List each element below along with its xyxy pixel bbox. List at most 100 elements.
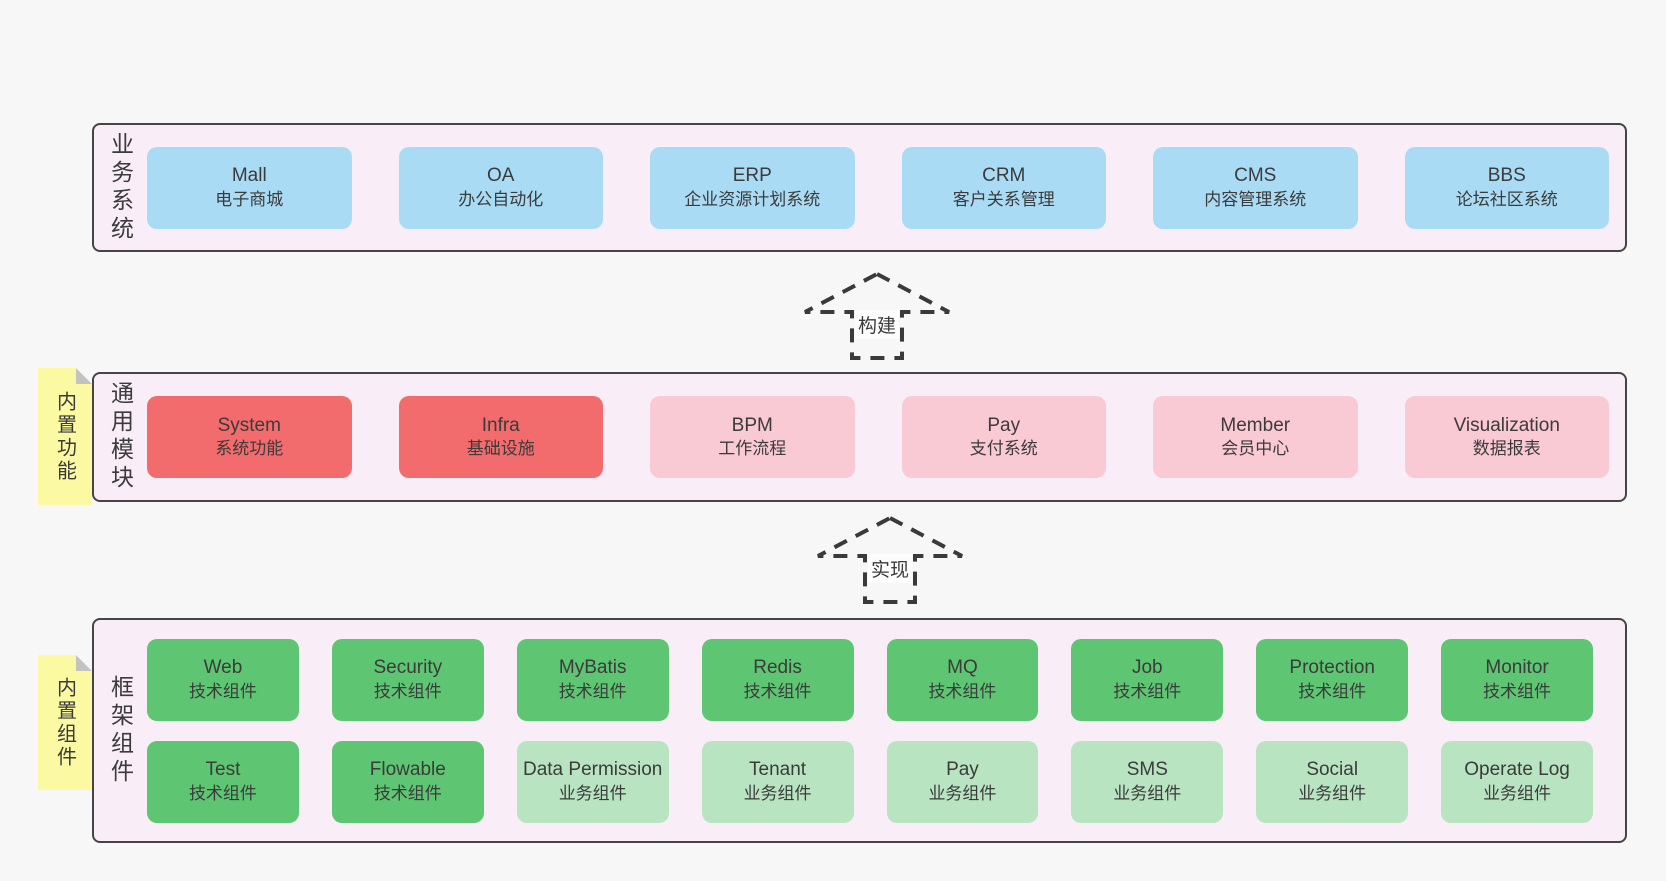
box-title: Security	[373, 657, 443, 679]
box-subtitle: 技术组件	[1113, 681, 1182, 701]
build-arrow: 构建	[802, 271, 952, 360]
box-web: Web 技术组件	[147, 638, 299, 721]
box-subtitle: 技术组件	[373, 783, 442, 803]
box-subtitle: 内容管理系统	[1204, 189, 1307, 209]
box-title: BBS	[1487, 165, 1526, 187]
framework-rows: Web 技术组件 Security 技术组件 MyBatis 技术组件 Redi…	[147, 638, 1625, 823]
box-subtitle: 客户关系管理	[952, 189, 1055, 209]
build-arrow-label: 构建	[854, 310, 900, 339]
box-subtitle: 技术组件	[558, 681, 627, 701]
box-bbs: BBS 论坛社区系统	[1404, 146, 1609, 229]
business-systems-layer: 业务系统 Mall 电子商城 OA 办公自动化 ERP 企业资源计划系统 CRM…	[92, 123, 1627, 252]
box-mybatis: MyBatis 技术组件	[516, 638, 669, 721]
box-subtitle: 工作流程	[718, 439, 787, 459]
box-title: MQ	[947, 657, 978, 679]
box-subtitle: 基础设施	[466, 439, 535, 459]
box-title: Pay	[987, 414, 1021, 436]
layer-label-modules: 通用模块	[107, 381, 134, 493]
box-title: Mall	[231, 165, 267, 187]
box-title: Monitor	[1485, 657, 1549, 679]
box-title: Data Permission	[522, 759, 663, 781]
box-title: MyBatis	[558, 657, 627, 679]
box-title: Web	[203, 657, 243, 679]
box-title: Member	[1220, 414, 1291, 436]
box-title: Protection	[1289, 657, 1375, 679]
box-subtitle: 企业资源计划系统	[684, 189, 821, 209]
box-subtitle: 技术组件	[188, 783, 257, 803]
box-subtitle: 论坛社区系统	[1455, 189, 1558, 209]
box-visualization: Visualization 数据报表	[1404, 396, 1609, 478]
box-erp: ERP 企业资源计划系统	[650, 146, 855, 229]
dashed-up-arrow-icon	[804, 271, 950, 360]
box-system: System 系统功能	[147, 396, 352, 478]
box-crm: CRM 客户关系管理	[901, 146, 1106, 229]
box-social: Social 业务组件	[1256, 740, 1409, 823]
box-test: Test 技术组件	[147, 740, 299, 823]
box-bpm: BPM 工作流程	[650, 396, 855, 478]
business-boxes-row: Mall 电子商城 OA 办公自动化 ERP 企业资源计划系统 CRM 客户关系…	[147, 146, 1625, 229]
box-title: System	[217, 414, 281, 436]
box-subtitle: 业务组件	[1113, 783, 1182, 803]
box-subtitle: 技术组件	[373, 681, 442, 701]
box-operate-log: Operate Log 业务组件	[1441, 740, 1593, 823]
box-subtitle: 技术组件	[743, 681, 812, 701]
framework-components-layer: 框架组件 Web 技术组件 Security 技术组件 MyBatis 技术组件…	[92, 618, 1627, 843]
box-title: ERP	[732, 165, 772, 187]
box-title: BPM	[731, 414, 773, 436]
dashed-up-arrow-icon	[817, 515, 963, 604]
box-title: Job	[1131, 657, 1163, 679]
box-subtitle: 业务组件	[928, 783, 997, 803]
box-title: Infra	[481, 414, 520, 436]
box-subtitle: 技术组件	[1298, 681, 1367, 701]
framework-row-1: Web 技术组件 Security 技术组件 MyBatis 技术组件 Redi…	[147, 638, 1609, 721]
box-title: Flowable	[369, 759, 446, 781]
common-modules-layer: 通用模块 System 系统功能 Infra 基础设施 BPM 工作流程 Pay…	[92, 372, 1627, 502]
box-pay-component: Pay 业务组件	[886, 740, 1039, 823]
implement-arrow: 实现	[815, 515, 965, 604]
sticky-note-built-in-features: 内置功能	[38, 368, 92, 505]
box-title: Redis	[753, 657, 802, 679]
box-subtitle: 业务组件	[558, 783, 627, 803]
implement-arrow-label: 实现	[867, 554, 913, 583]
box-title: Tenant	[749, 759, 807, 781]
folded-corner-icon	[76, 368, 92, 384]
box-title: CRM	[982, 165, 1026, 187]
sticky-label: 内置功能	[53, 390, 76, 483]
box-title: SMS	[1126, 759, 1168, 781]
box-title: CMS	[1234, 165, 1277, 187]
box-subtitle: 会员中心	[1221, 439, 1290, 459]
box-title: Operate Log	[1464, 759, 1570, 781]
sticky-label: 内置组件	[53, 676, 76, 769]
box-subtitle: 技术组件	[1483, 681, 1552, 701]
box-security: Security 技术组件	[331, 638, 484, 721]
sticky-note-built-in-components: 内置组件	[38, 655, 92, 790]
box-infra: Infra 基础设施	[398, 396, 603, 478]
box-member: Member 会员中心	[1153, 396, 1358, 478]
box-tenant: Tenant 业务组件	[701, 740, 854, 823]
box-title: OA	[487, 165, 515, 187]
layer-label-business: 业务系统	[107, 131, 134, 244]
box-subtitle: 数据报表	[1472, 439, 1541, 459]
box-subtitle: 系统功能	[215, 439, 284, 459]
box-subtitle: 技术组件	[928, 681, 997, 701]
box-subtitle: 技术组件	[188, 681, 257, 701]
box-title: Visualization	[1453, 414, 1560, 436]
box-sms: SMS 业务组件	[1071, 740, 1224, 823]
box-mq: MQ 技术组件	[886, 638, 1039, 721]
box-oa: OA 办公自动化	[398, 146, 603, 229]
box-protection: Protection 技术组件	[1256, 638, 1409, 721]
box-pay-module: Pay 支付系统	[901, 396, 1106, 478]
box-title: Test	[205, 759, 241, 781]
modules-boxes-row: System 系统功能 Infra 基础设施 BPM 工作流程 Pay 支付系统…	[147, 396, 1625, 478]
box-cms: CMS 内容管理系统	[1153, 146, 1358, 229]
box-title: Social	[1306, 759, 1359, 781]
box-subtitle: 支付系统	[969, 439, 1038, 459]
box-subtitle: 办公自动化	[458, 189, 544, 209]
box-subtitle: 业务组件	[743, 783, 812, 803]
box-subtitle: 业务组件	[1483, 783, 1552, 803]
box-mall: Mall 电子商城	[147, 146, 352, 229]
layer-label-framework: 框架组件	[107, 674, 134, 787]
box-flowable: Flowable 技术组件	[331, 740, 484, 823]
folded-corner-icon	[76, 655, 92, 671]
